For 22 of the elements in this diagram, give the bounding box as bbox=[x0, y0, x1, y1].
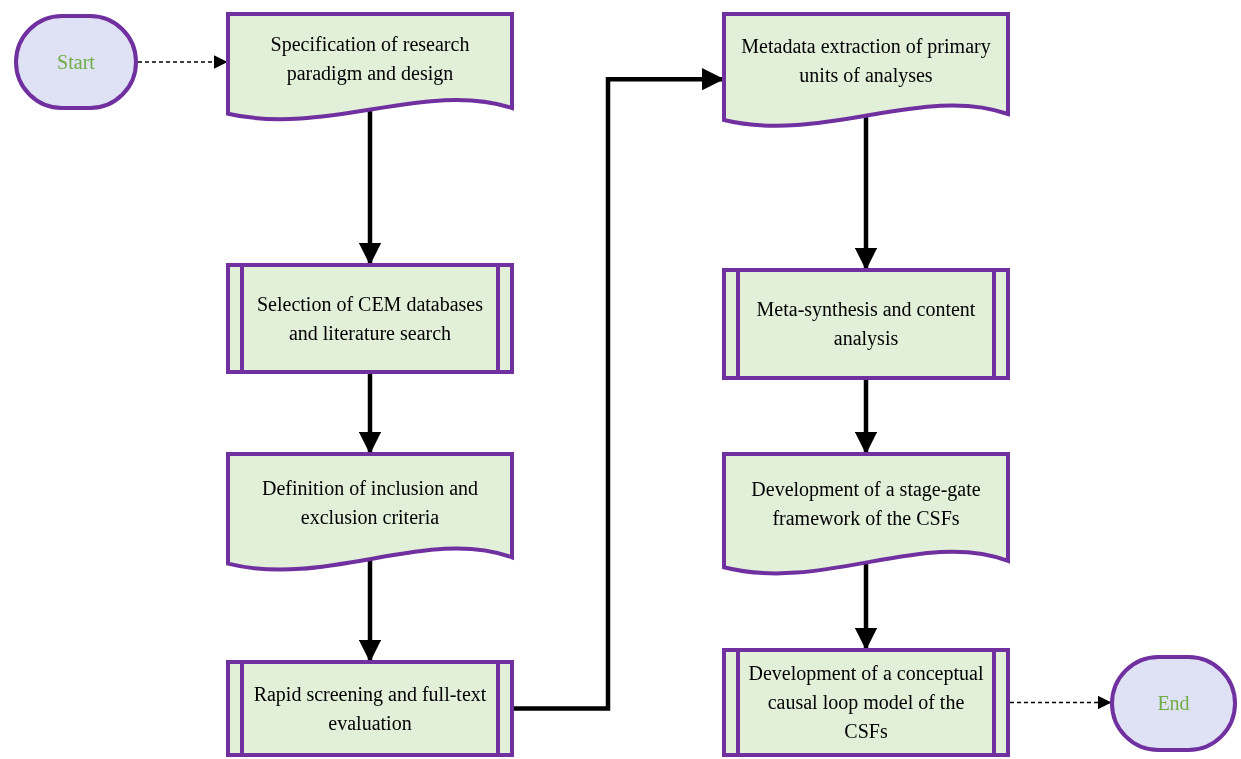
arrow bbox=[854, 380, 878, 455]
node-label: Development of a stage-gate framework of the CSFs bbox=[750, 477, 982, 532]
predefined-process-box bbox=[226, 263, 514, 374]
node-label: Rapid screening and full-text evaluation bbox=[252, 681, 488, 736]
arrow bbox=[358, 374, 382, 455]
node-label: Meta-synthesis and content analysis bbox=[755, 297, 977, 352]
arrow bbox=[854, 115, 878, 271]
node-label: Selection of CEM databases and literature search bbox=[255, 291, 485, 346]
predefined-process-box bbox=[722, 268, 1010, 380]
arrow bbox=[1009, 695, 1112, 710]
node-label: Specification of research paradigm and design bbox=[269, 31, 471, 87]
predefined-process-box bbox=[722, 648, 1010, 757]
node-label: Metadata extraction of primary units of analyses bbox=[740, 34, 992, 89]
arrow bbox=[358, 558, 382, 663]
predefined-process-box bbox=[226, 660, 514, 757]
node-label: Start bbox=[57, 49, 95, 75]
arrow bbox=[854, 562, 878, 651]
node-label: End bbox=[1157, 691, 1190, 716]
node-label: Definition of inclusion and exclusion criteria bbox=[260, 475, 480, 530]
arrow bbox=[358, 109, 382, 266]
arrow bbox=[137, 55, 228, 69]
node-label: Development of a conceptual causal loop model of the CSFs bbox=[747, 661, 985, 744]
